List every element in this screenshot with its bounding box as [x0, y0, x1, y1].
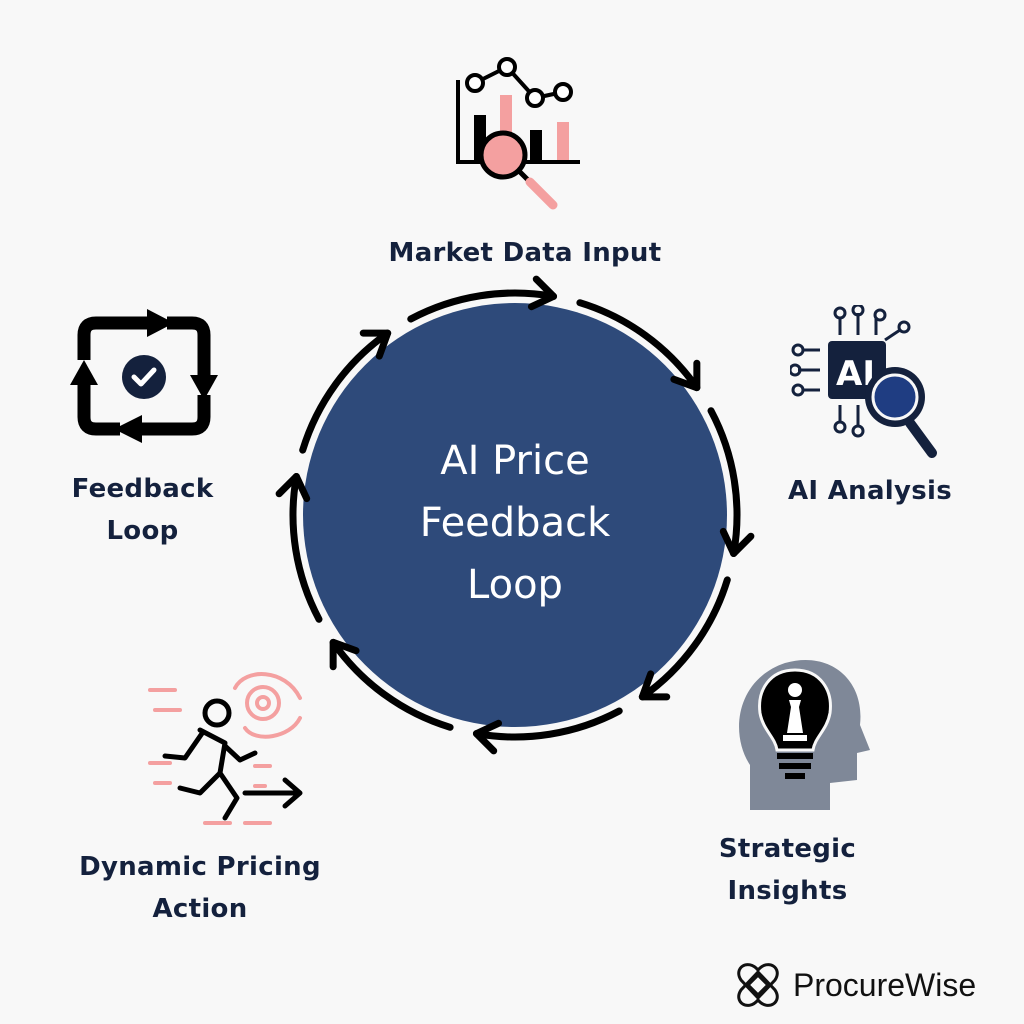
center-title-line: Feedback: [419, 500, 611, 546]
loop-arc-segment: [407, 289, 558, 323]
center-title: AI Price Feedback Loop: [365, 430, 665, 616]
arrowhead-icon: [329, 638, 360, 671]
head-lightbulb-chess-icon: [739, 659, 870, 810]
center-title-line: Loop: [467, 562, 563, 608]
ai-chip-search-icon: AI: [790, 305, 937, 458]
arrowhead-icon: [670, 359, 701, 392]
step-label-dynamic-pricing-action: Dynamic Pricing Action: [55, 846, 345, 930]
arrowhead-icon: [359, 329, 392, 360]
step-label-feedback-loop: Feedback Loop: [45, 468, 240, 552]
loop-arc-segment: [329, 638, 454, 731]
procurewise-logo-icon: [737, 963, 779, 1007]
loop-arc-segment: [707, 407, 741, 558]
loop-arc-segment: [289, 472, 323, 623]
arrowhead-icon: [275, 472, 311, 503]
label-line: Dynamic Pricing: [79, 852, 321, 882]
step-label-market-data-input: Market Data Input: [388, 238, 662, 268]
arrowhead-icon: [638, 670, 671, 701]
label-line: Loop: [106, 516, 179, 546]
label-line: Feedback: [71, 474, 214, 504]
running-person-gear-icon: [148, 672, 303, 825]
loop-arc-segment: [299, 329, 392, 454]
label-line: Insights: [727, 876, 848, 906]
arrowhead-icon: [719, 527, 755, 558]
brand-logo: ProcureWise: [733, 960, 976, 1010]
step-label-ai-analysis: AI Analysis: [787, 476, 953, 506]
chart-magnifier-icon: [456, 57, 580, 210]
center-title-line: AI Price: [440, 438, 590, 484]
center-circle: [303, 303, 727, 727]
loop-arc-segment: [472, 707, 623, 741]
label-line: Strategic: [718, 834, 857, 864]
brand-name: ProcureWise: [793, 966, 977, 1003]
loop-arc-segment: [638, 576, 731, 701]
arrowhead-icon: [527, 275, 558, 311]
arrowhead-icon: [472, 719, 503, 755]
cycle-check-icon: [70, 309, 218, 443]
step-label-strategic-insights: Strategic Insights: [690, 828, 885, 912]
label-line: Action: [152, 894, 248, 924]
loop-arc-segment: [576, 299, 701, 392]
